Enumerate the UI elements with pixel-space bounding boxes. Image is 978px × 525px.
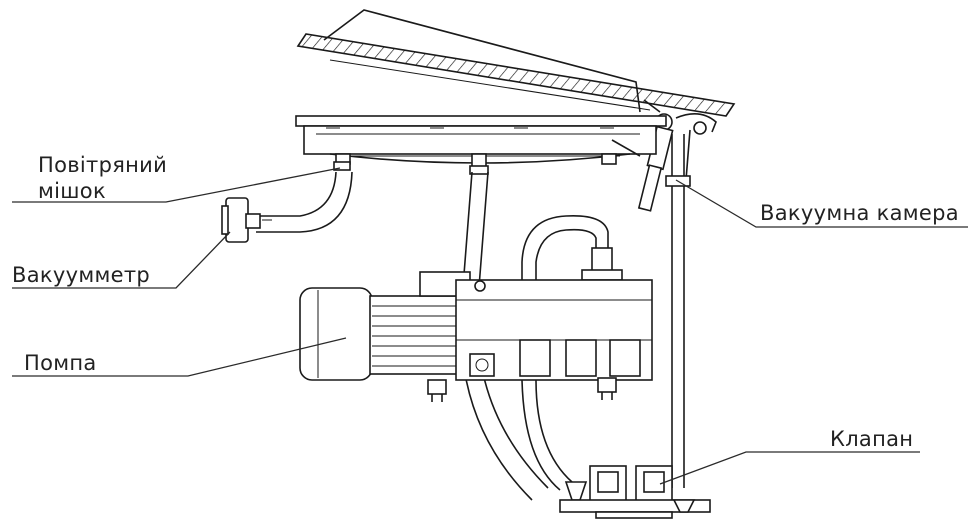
label-vacuum-chamber: Вакуумна камера	[760, 201, 959, 225]
label-valve: Клапан	[830, 427, 914, 451]
vacuum-chamber	[295, 115, 667, 175]
loop-hose	[521, 215, 623, 491]
lid	[296, 9, 736, 117]
leader-air-bag	[12, 167, 341, 203]
label-air-bag-line2: мішок	[38, 179, 106, 203]
leader-vacuum-chamber	[675, 179, 968, 228]
leader-vacuum-gauge	[12, 231, 231, 289]
pump-assembly	[299, 271, 653, 402]
vacuum-gauge-device	[221, 197, 272, 243]
air-bag-hose	[256, 171, 353, 233]
leader-pump	[12, 337, 347, 377]
valve-block	[559, 465, 711, 519]
leader-lines	[12, 167, 968, 485]
label-pump: Помпа	[24, 351, 97, 375]
label-air-bag-line1: Повітряний	[38, 153, 168, 177]
label-vacuum-gauge: Вакуумметр	[12, 263, 150, 287]
vertical-pipe	[665, 134, 691, 488]
leader-valve	[659, 451, 920, 485]
